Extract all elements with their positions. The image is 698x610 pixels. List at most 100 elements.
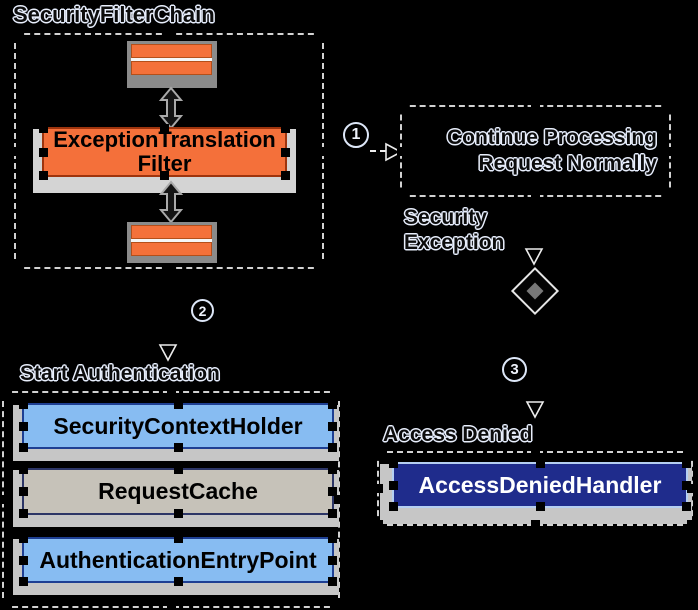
filter-bar-divider: [131, 239, 212, 242]
selection-handle: [11, 263, 20, 272]
selection-handle: [0, 495, 8, 504]
selection-handle: [173, 577, 183, 586]
selection-handle: [374, 520, 383, 529]
selection-handle: [281, 171, 290, 180]
selection-handle: [535, 459, 545, 468]
security-exception-label: Security Exception: [404, 206, 505, 254]
selection-handle: [173, 509, 183, 518]
selection-handle: [173, 465, 183, 474]
selection-handle: [328, 534, 337, 543]
selection-handle: [682, 502, 691, 511]
filter-bar: [131, 61, 212, 75]
selection-handle: [166, 388, 176, 397]
selection-handle: [318, 146, 327, 156]
filter-stack-bottom: [127, 222, 217, 263]
selection-handle: [334, 495, 343, 504]
filter-bar: [131, 225, 212, 239]
selection-handle: [328, 465, 337, 474]
selection-handle: [19, 443, 28, 452]
selection-handle: [682, 459, 691, 468]
start-authentication-container: SecurityContextHolder RequestCache Authe…: [0, 388, 343, 610]
selection-handle: [397, 191, 406, 200]
selection-handle: [164, 30, 174, 39]
start-authentication-label: Start Authentication: [20, 362, 220, 385]
selection-handle: [281, 124, 290, 133]
open-arrowhead-right-icon: [385, 142, 403, 162]
security-context-holder-box: SecurityContextHolder: [19, 400, 337, 452]
double-arrow-icon: [158, 86, 184, 130]
selection-handle: [11, 146, 20, 156]
selection-handle: [19, 534, 28, 543]
step-1-badge: 1: [343, 122, 369, 148]
selection-handle: [374, 448, 383, 457]
filter-bar: [131, 242, 212, 256]
selection-handle: [530, 520, 540, 529]
continue-processing-label: Continue Processing Request Normally: [446, 126, 657, 175]
request-cache-box: RequestCache: [19, 465, 337, 518]
selection-handle: [328, 487, 337, 496]
continue-processing-box: Continue Processing Request Normally: [397, 102, 674, 200]
step-3-badge: 3: [502, 357, 527, 382]
selection-handle: [535, 502, 545, 511]
selection-handle: [39, 171, 48, 180]
selection-handle: [39, 147, 48, 157]
selection-handle: [160, 124, 169, 133]
selection-handle: [173, 400, 183, 409]
selection-handle: [682, 480, 691, 490]
selection-handle: [328, 443, 337, 452]
selection-handle: [389, 502, 398, 511]
selection-handle: [328, 421, 337, 431]
selection-handle: [173, 534, 183, 543]
selection-handle: [0, 388, 8, 397]
selection-handle: [0, 602, 8, 610]
selection-handle: [687, 448, 696, 457]
selection-handle: [665, 191, 674, 200]
access-denied-label: Access Denied: [383, 423, 533, 446]
open-arrowhead-down-icon: [525, 401, 545, 419]
dashed-connector: [370, 150, 386, 152]
exception-type-decision-diamond: [510, 266, 560, 316]
selection-handle: [531, 102, 540, 111]
selection-handle: [389, 480, 398, 490]
selection-handle: [328, 555, 337, 565]
double-arrow-icon: [158, 180, 184, 224]
selection-handle: [530, 448, 540, 457]
selection-handle: [19, 555, 28, 565]
selection-handle: [11, 30, 20, 39]
selection-handle: [397, 146, 406, 156]
selection-handle: [374, 484, 383, 493]
selection-handle: [687, 520, 696, 529]
selection-handle: [160, 171, 169, 180]
selection-handle: [389, 459, 398, 468]
open-arrowhead-down-icon: [524, 248, 544, 266]
selection-handle: [166, 602, 176, 610]
selection-handle: [19, 421, 28, 431]
selection-handle: [318, 263, 327, 272]
security-filter-chain-container: ExceptionTranslation Filter: [11, 30, 327, 272]
selection-handle: [318, 30, 327, 39]
selection-handle: [281, 147, 290, 157]
selection-handle: [19, 487, 28, 496]
security-filter-chain-label: SecurityFilterChain: [13, 2, 215, 27]
selection-handle: [19, 465, 28, 474]
selection-handle: [334, 602, 343, 610]
authentication-entry-point-box: AuthenticationEntryPoint: [19, 534, 337, 586]
selection-handle: [173, 443, 183, 452]
selection-handle: [665, 102, 674, 111]
selection-handle: [328, 509, 337, 518]
selection-handle: [19, 400, 28, 409]
access-denied-container: AccessDeniedHandler: [374, 448, 696, 529]
selection-handle: [19, 509, 28, 518]
filter-stack-top: [127, 41, 217, 88]
exception-translation-filter-label: ExceptionTranslation Filter: [53, 127, 276, 176]
selection-handle: [397, 102, 406, 111]
selection-handle: [328, 400, 337, 409]
selection-handle: [19, 577, 28, 586]
selection-handle: [665, 146, 674, 156]
access-denied-handler-box: AccessDeniedHandler: [389, 459, 691, 511]
selection-handle: [164, 263, 174, 272]
selection-handle: [531, 191, 540, 200]
selection-handle: [39, 124, 48, 133]
exception-translation-filter-box: ExceptionTranslation Filter: [39, 124, 290, 180]
